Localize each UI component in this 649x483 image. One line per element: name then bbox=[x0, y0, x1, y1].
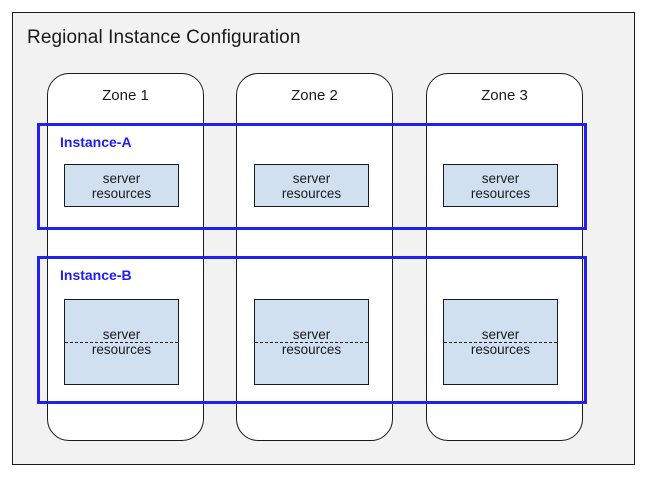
zone-card-zone-2[interactable]: Zone 2 bbox=[236, 73, 393, 441]
zone-label: Zone 2 bbox=[291, 87, 338, 104]
resource-divider-icon bbox=[255, 342, 368, 343]
zone-card-zone-1[interactable]: Zone 1 bbox=[47, 73, 204, 441]
region-panel: Regional Instance Configuration Zone 1 Z… bbox=[12, 12, 635, 465]
zone-label: Zone 1 bbox=[102, 87, 149, 104]
zone-card-zone-3[interactable]: Zone 3 bbox=[426, 73, 583, 441]
resource-divider-icon bbox=[65, 342, 178, 343]
zone-label: Zone 3 bbox=[481, 87, 528, 104]
page-title: Regional Instance Configuration bbox=[27, 27, 301, 48]
resource-divider-icon bbox=[444, 342, 557, 343]
